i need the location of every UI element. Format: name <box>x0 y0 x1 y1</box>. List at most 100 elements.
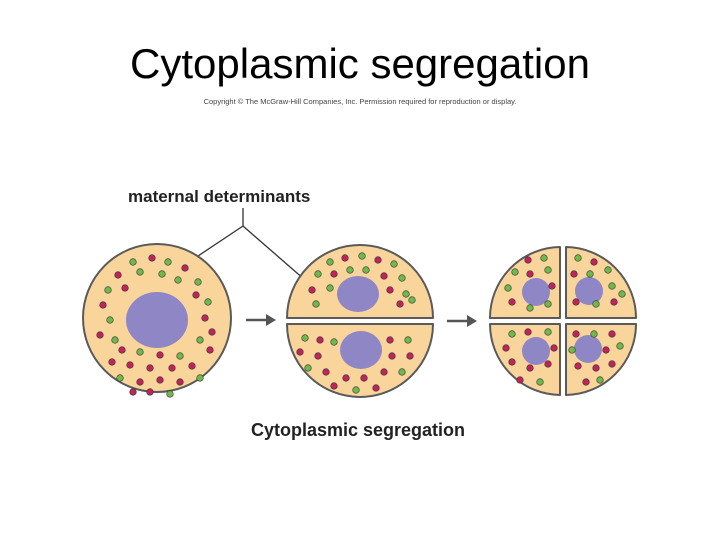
two-cell-top-nucleus <box>337 276 379 312</box>
green-granule <box>398 274 406 282</box>
red-granule <box>380 272 388 280</box>
four-cell-stage <box>489 246 637 396</box>
two-cell-bottom-nucleus <box>340 331 382 369</box>
green-granule <box>408 296 416 304</box>
green-granule <box>526 304 534 312</box>
red-granule <box>192 291 200 299</box>
red-granule <box>526 364 534 372</box>
red-granule <box>136 378 144 386</box>
green-granule <box>158 270 166 278</box>
green-granule <box>204 298 212 306</box>
one-cell-granules <box>96 254 216 398</box>
green-granule <box>544 300 552 308</box>
green-granule <box>616 342 624 350</box>
red-granule <box>146 388 154 396</box>
red-granule <box>308 286 316 294</box>
four-cell-top-left <box>489 246 561 319</box>
green-granule <box>590 330 598 338</box>
green-granule <box>176 352 184 360</box>
green-granule <box>326 258 334 266</box>
red-granule <box>516 376 524 384</box>
red-granule <box>526 270 534 278</box>
two-cell-stage <box>286 244 434 398</box>
green-granule <box>196 374 204 382</box>
green-granule <box>586 270 594 278</box>
green-granule <box>574 254 582 262</box>
red-granule <box>330 382 338 390</box>
four-cell-granules <box>502 254 626 386</box>
red-granule <box>572 298 580 306</box>
red-granule <box>208 328 216 336</box>
green-granule <box>390 260 398 268</box>
cytoplasmic-segregation-caption: Cytoplasmic segregation <box>251 420 465 440</box>
red-granule <box>610 298 618 306</box>
green-granule <box>314 270 322 278</box>
red-granule <box>206 346 214 354</box>
red-granule <box>524 256 532 264</box>
green-granule <box>312 300 320 308</box>
green-granule <box>362 266 370 274</box>
green-granule <box>404 336 412 344</box>
green-granule <box>136 268 144 276</box>
red-granule <box>168 364 176 372</box>
green-granule <box>164 258 172 266</box>
red-granule <box>342 374 350 382</box>
red-granule <box>148 254 156 262</box>
red-granule <box>602 346 610 354</box>
red-granule <box>181 264 189 272</box>
green-granule <box>504 284 512 292</box>
red-granule <box>386 336 394 344</box>
green-granule <box>352 386 360 394</box>
green-granule <box>608 282 616 290</box>
green-granule <box>398 368 406 376</box>
red-granule <box>121 284 129 292</box>
one-cell-stage <box>82 243 232 398</box>
red-granule <box>572 330 580 338</box>
green-granule <box>330 338 338 346</box>
green-granule <box>544 328 552 336</box>
green-granule <box>304 364 312 372</box>
red-granule <box>188 362 196 370</box>
red-granule <box>592 364 600 372</box>
green-granule <box>346 266 354 274</box>
red-granule <box>590 258 598 266</box>
red-granule <box>176 378 184 386</box>
green-granule <box>196 336 204 344</box>
green-granule <box>618 290 626 298</box>
green-granule <box>174 276 182 284</box>
green-granule <box>104 286 112 294</box>
red-granule <box>608 330 616 338</box>
green-granule <box>326 284 334 292</box>
one-cell-nucleus <box>126 292 188 348</box>
copyright-notice: Copyright © The McGraw-Hill Companies, I… <box>203 97 517 106</box>
red-granule <box>126 361 134 369</box>
red-granule <box>156 351 164 359</box>
red-granule <box>524 328 532 336</box>
red-granule <box>99 301 107 309</box>
red-granule <box>360 374 368 382</box>
four-cell-nucleus-br <box>574 335 602 363</box>
green-granule <box>536 378 544 386</box>
green-granule <box>136 348 144 356</box>
red-granule <box>544 360 552 368</box>
red-granule <box>114 271 122 279</box>
red-granule <box>406 352 414 360</box>
green-granule <box>544 266 552 274</box>
red-granule <box>314 352 322 360</box>
green-granule <box>402 290 410 298</box>
green-granule <box>116 374 124 382</box>
arrow-stage-2-to-3 <box>447 315 477 327</box>
red-granule <box>201 314 209 322</box>
red-granule <box>582 378 590 386</box>
red-granule <box>146 364 154 372</box>
slide-title: Cytoplasmic segregation <box>130 40 590 87</box>
green-granule <box>106 316 114 324</box>
red-granule <box>296 348 304 356</box>
four-cell-nucleus-tr <box>575 277 603 305</box>
red-granule <box>386 286 394 294</box>
red-granule <box>330 270 338 278</box>
red-granule <box>322 368 330 376</box>
red-granule <box>380 368 388 376</box>
red-granule <box>388 352 396 360</box>
